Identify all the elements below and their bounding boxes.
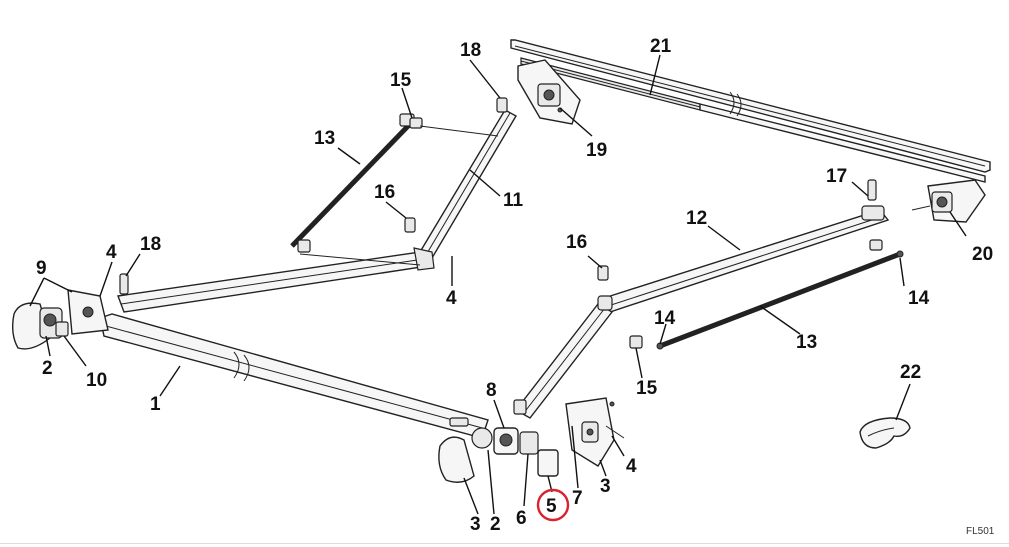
callout-21: 21 <box>650 36 672 57</box>
left-end-assembly <box>11 289 109 350</box>
callout-16-lower: 16 <box>566 232 587 253</box>
part-18-pin-left <box>119 273 129 295</box>
highlight-circle <box>536 488 570 522</box>
callout-14-right: 14 <box>908 288 930 309</box>
callout-18-top: 18 <box>460 40 481 61</box>
callout-11: 11 <box>503 190 524 211</box>
callout-8: 8 <box>486 380 497 401</box>
callout-22: 22 <box>900 362 921 383</box>
callout-12: 12 <box>686 208 707 229</box>
leader-lines <box>29 54 967 515</box>
part-20-bracket <box>911 179 986 223</box>
callout-4-mid: 4 <box>446 288 457 309</box>
part-13-strut-lower <box>629 250 904 350</box>
callout-17: 17 <box>826 166 847 187</box>
callout-3-right: 3 <box>600 476 611 497</box>
part-13-strut-upper <box>290 113 415 253</box>
part-16-pin-upper <box>404 217 416 233</box>
callout-15-top: 15 <box>390 70 412 91</box>
part-22-clip <box>859 417 911 449</box>
callout-4-right: 4 <box>626 456 637 477</box>
part-15-fitting-upper <box>409 117 499 137</box>
callout-20: 20 <box>972 244 993 265</box>
part-16-pin-lower <box>597 265 609 281</box>
right-end-assembly <box>438 397 625 483</box>
figure-code: FL501 <box>966 526 995 537</box>
bottom-divider <box>0 543 1009 544</box>
callout-2-left: 2 <box>42 358 53 379</box>
callout-13-lower: 13 <box>796 332 817 353</box>
callout-labels: 21 18 15 19 13 16 11 17 12 20 9 4 18 4 1… <box>36 36 993 535</box>
part-lower-right-arm <box>513 295 614 419</box>
part-17-pin <box>867 179 877 201</box>
callout-10: 10 <box>86 370 107 391</box>
part-11-rafter-arm <box>419 97 517 259</box>
callout-7: 7 <box>572 488 583 509</box>
part-21-rail <box>510 39 991 183</box>
callout-15-lower: 15 <box>636 378 658 399</box>
callout-1: 1 <box>150 394 161 415</box>
callout-4-left: 4 <box>106 242 117 263</box>
part-1-roller-tube <box>99 313 489 439</box>
part-upper-arm-left <box>117 247 435 313</box>
callout-19: 19 <box>586 140 607 161</box>
part-19-bracket <box>517 59 581 125</box>
callout-18-left: 18 <box>140 234 161 255</box>
callout-5: 5 <box>546 496 557 517</box>
callout-6: 6 <box>516 508 527 529</box>
callout-9: 9 <box>36 258 47 279</box>
callout-3-left: 3 <box>470 514 481 535</box>
callout-2-right: 2 <box>490 514 501 535</box>
part-12-right-arm <box>603 205 890 313</box>
callout-14-lower: 14 <box>654 308 676 329</box>
callout-13-upper: 13 <box>314 128 335 149</box>
callout-16-upper: 16 <box>374 182 395 203</box>
